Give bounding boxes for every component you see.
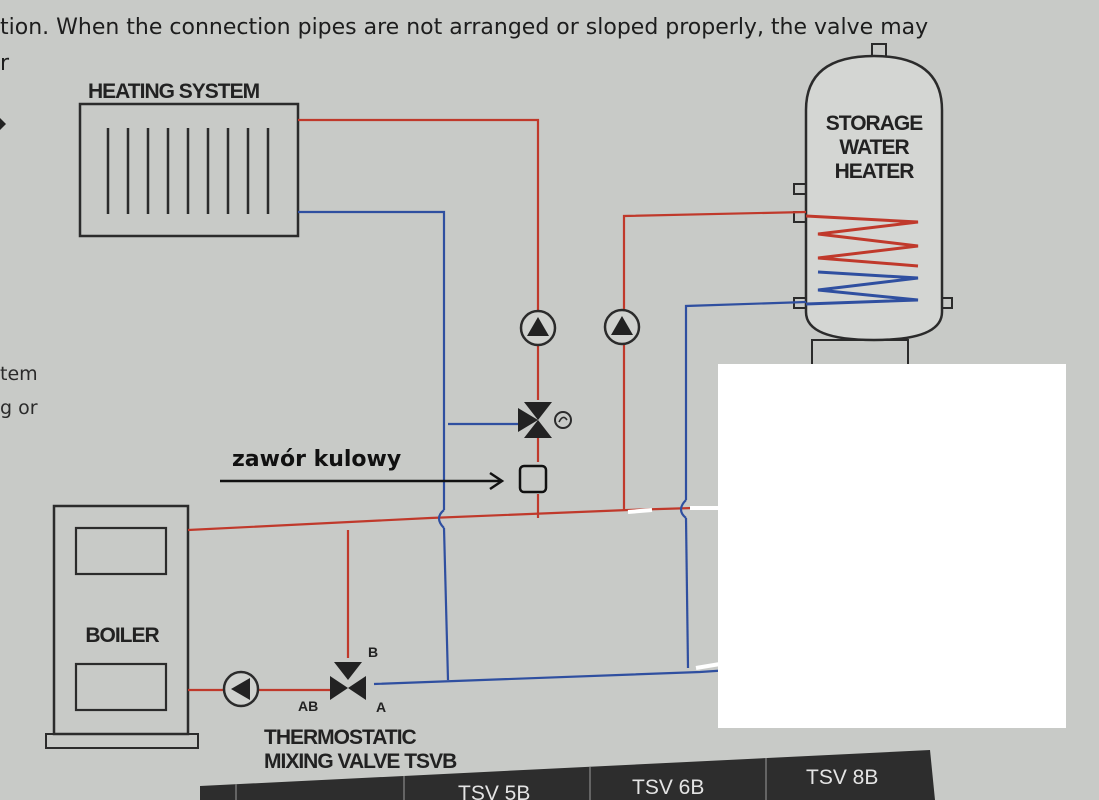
header-text: tion. When the connection pipes are not … xyxy=(0,15,928,40)
heating-system-label: HEATING SYSTEM xyxy=(88,80,260,103)
radiator xyxy=(78,102,300,238)
storage-label-1: STORAGE xyxy=(826,112,923,135)
pump-icon-boiler xyxy=(222,670,260,708)
table-header-tsv8b: TSV 8B xyxy=(806,766,878,789)
pump-icon-storage xyxy=(603,308,641,346)
side-text-1: tem xyxy=(0,363,38,385)
table-header-tsv6b: TSV 6B xyxy=(632,776,704,799)
port-a-label: A xyxy=(376,699,386,715)
annotation-label: zawór kulowy xyxy=(232,447,401,472)
radiator-body xyxy=(78,102,300,238)
valve-title-1: THERMOSTATIC xyxy=(264,726,417,749)
left-arrow-fragment xyxy=(0,118,6,130)
side-text-2: g or xyxy=(0,397,38,419)
valve-title-2: MIXING VALVE TSVB xyxy=(264,750,457,773)
redaction-mask xyxy=(718,364,1066,728)
tank-coil-blue xyxy=(805,270,919,306)
storage-label-2: WATER xyxy=(839,136,909,159)
radiator-fins xyxy=(106,128,270,214)
thermostatic-mixing-valve-icon xyxy=(330,662,366,700)
table-header-tsv5b: TSV 5B xyxy=(458,782,530,800)
header-fragment: r xyxy=(0,51,10,76)
storage-tank xyxy=(793,43,953,367)
boiler-label: BOILER xyxy=(85,624,159,647)
tank-coil-red xyxy=(805,214,919,268)
pump-icon-heating xyxy=(519,309,557,347)
port-b-label: B xyxy=(368,644,378,660)
port-ab-label: AB xyxy=(298,698,318,714)
annotation-arrow xyxy=(220,471,505,491)
spec-table-header xyxy=(200,750,935,800)
ball-valve-marker xyxy=(518,464,548,494)
three-way-valve-icon xyxy=(518,402,572,438)
tank-body xyxy=(804,54,944,342)
storage-label-3: HEATER xyxy=(835,160,915,183)
boiler xyxy=(45,504,199,749)
